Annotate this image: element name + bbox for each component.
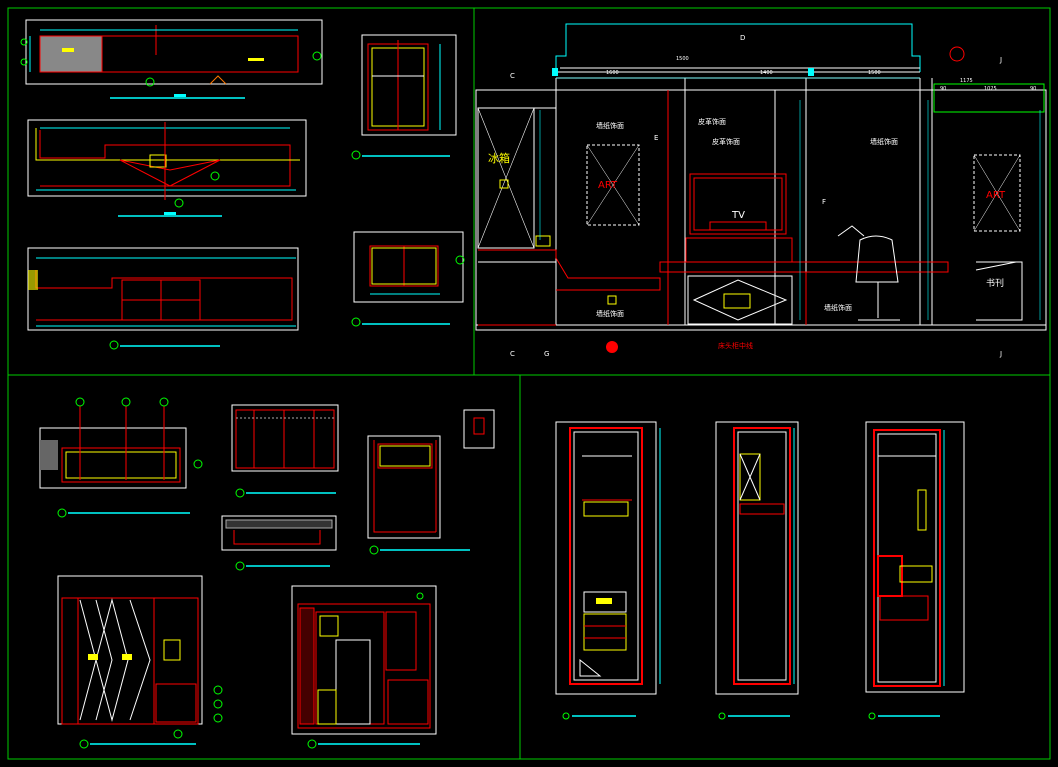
- elevation-labels: 冰箱 ART TV ART 书刊 墙纸饰面 皮革饰面 皮革饰面 墙纸饰面 墙纸饰…: [488, 34, 1036, 358]
- dim-right-2: 90: [940, 86, 946, 92]
- marker-right-top: J: [999, 56, 1002, 64]
- note-leather-top: 皮革饰面: [698, 117, 726, 126]
- marker-left-bottom: C: [510, 350, 515, 358]
- marker-left-top: C: [510, 72, 515, 80]
- sheet-frame: [7, 7, 1051, 760]
- bottom-detail-1: [367, 409, 495, 555]
- note-bottom-mid: 墙纸饰面: [824, 303, 852, 312]
- dim-top-4: 1500: [868, 70, 881, 76]
- center-line-label: 床头柜中线: [718, 341, 753, 350]
- art-left-label: ART: [598, 180, 618, 191]
- marker-section-f: F: [822, 198, 826, 206]
- note-bottom-left: 墙纸饰面: [596, 309, 624, 318]
- main-elevation: [475, 23, 1047, 353]
- marker-top: D: [740, 34, 745, 42]
- dim-right-3: 1025: [984, 86, 997, 92]
- dim-right-1: 1175: [960, 78, 973, 84]
- dim-right-4: 90: [1030, 86, 1036, 92]
- bottom-plan-1: [39, 397, 203, 518]
- marker-section-e: E: [654, 134, 658, 142]
- plan-view-3: [27, 247, 299, 350]
- section-view-2: [715, 421, 799, 720]
- bottom-section-1: [221, 515, 337, 571]
- plan-view-1: [20, 19, 323, 99]
- note-leather-mid: 皮革饰面: [712, 137, 740, 146]
- marker-left-bottom-2: G: [544, 350, 549, 358]
- marker-right-bottom: J: [999, 350, 1002, 358]
- art-right-label: ART: [986, 190, 1006, 201]
- detail-box-2: [351, 231, 465, 327]
- bookshelf-label: 书刊: [986, 277, 1004, 289]
- bottom-elevation-2: [57, 575, 223, 749]
- fridge-label: 冰箱: [488, 151, 510, 165]
- section-view-3: [865, 421, 965, 720]
- detail-box-1: [351, 34, 457, 160]
- bottom-elevation-1: [231, 404, 339, 498]
- dim-top-1: 1600: [606, 70, 619, 76]
- note-wall-right: 墙纸饰面: [870, 137, 898, 146]
- dim-top-2: 1500: [676, 56, 689, 62]
- tv-label: TV: [731, 210, 745, 221]
- plan-view-2: [27, 119, 307, 217]
- note-wall-left: 墙纸饰面: [596, 121, 624, 130]
- section-view-1: [555, 421, 661, 720]
- dim-top-3: 1400: [760, 70, 773, 76]
- bottom-elevation-3: [291, 585, 437, 749]
